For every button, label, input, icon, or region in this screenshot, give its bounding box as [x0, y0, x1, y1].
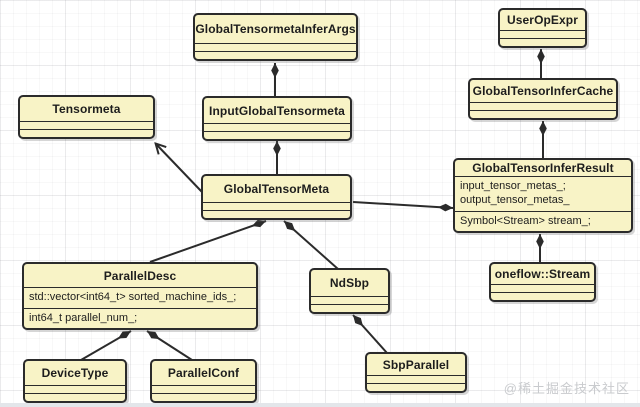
attribute: Symbol<Stream> stream_;: [460, 214, 591, 227]
class-box-globaltensorinfercache: GlobalTensorInferCache: [468, 78, 618, 120]
composition-globaltensormeta-paralleldesc: [149, 219, 267, 263]
attributes-compartment: [203, 202, 350, 210]
class-title: GlobalTensorMeta: [223, 182, 330, 196]
generalization-globaltensormeta-tensormeta: [156, 144, 203, 193]
operations-compartment: [470, 110, 616, 118]
operations-compartment: [311, 304, 388, 312]
class-title: InputGlobalTensormeta: [209, 103, 345, 118]
attributes-compartment: [500, 30, 585, 38]
attributes-compartment: [20, 121, 153, 129]
attributes-compartment: [470, 102, 616, 110]
class-title: UserOpExpr: [506, 13, 579, 27]
class-box-globaltensorinferresult: GlobalTensorInferResult input_tensor_met…: [453, 158, 633, 233]
attributes-compartment: [311, 296, 388, 304]
attributes-compartment: std::vector<int64_t> sorted_machine_ids_…: [24, 287, 256, 307]
class-title: GlobalTensormetaInferArgs: [195, 22, 356, 36]
composition-paralleldesc-devicetype: [80, 330, 132, 361]
operations-compartment: Symbol<Stream> stream_;: [455, 210, 631, 231]
class-box-parallelconf: ParallelConf: [150, 359, 257, 403]
class-title: Tensormeta: [52, 102, 121, 116]
composition-globaltensormeta-ndsbp: [283, 220, 339, 270]
composition-inferresult-globaltensormeta: [352, 201, 454, 212]
attribute: input_tensor_metas_;: [460, 180, 566, 193]
attributes-compartment: [491, 284, 594, 292]
attribute: output_tensor_metas_: [460, 194, 570, 207]
operations-compartment: [25, 393, 125, 401]
class-title: GlobalTensorInferResult: [472, 161, 614, 176]
attributes-compartment: [204, 123, 350, 131]
class-title: ParallelConf: [167, 366, 240, 380]
operations-compartment: [195, 51, 356, 59]
operations-compartment: [367, 383, 465, 391]
operations-compartment: [203, 210, 350, 218]
class-box-globaltensormetainferargs: GlobalTensormetaInferArgs: [193, 13, 358, 61]
class-box-oneflow-stream: oneflow::Stream: [489, 262, 596, 302]
operations-compartment: int64_t parallel_num_;: [24, 307, 256, 328]
attributes-compartment: [367, 375, 465, 383]
class-box-ndsbp: NdSbp: [309, 268, 390, 314]
class-title: oneflow::Stream: [494, 267, 591, 281]
class-box-inputglobaltensormeta: InputGlobalTensormeta: [202, 96, 352, 141]
bottom-strip: [0, 403, 640, 407]
class-box-tensormeta: Tensormeta: [18, 95, 155, 139]
attribute: std::vector<int64_t> sorted_machine_ids_…: [29, 291, 237, 304]
composition-paralleldesc-parallelconf: [146, 330, 193, 361]
class-title: GlobalTensorInferCache: [472, 84, 614, 98]
class-box-devicetype: DeviceType: [23, 359, 127, 403]
operations-compartment: [20, 129, 153, 137]
class-box-globaltensormeta: GlobalTensorMeta: [201, 174, 352, 220]
class-box-useropexpr: UserOpExpr: [498, 8, 587, 48]
watermark: @稀土掘金技术社区: [503, 381, 630, 396]
class-title: DeviceType: [41, 366, 109, 380]
operations-compartment: [500, 38, 585, 46]
composition-ndsbp-sbpparallel: [352, 314, 388, 354]
class-box-sbpparallel: SbpParallel: [365, 352, 467, 393]
operations-compartment: [152, 393, 255, 401]
class-title: SbpParallel: [382, 357, 450, 372]
class-title: NdSbp: [329, 276, 370, 290]
attributes-compartment: [195, 43, 356, 51]
attributes-compartment: input_tensor_metas_; output_tensor_metas…: [455, 176, 631, 211]
attribute: int64_t parallel_num_;: [29, 311, 138, 324]
operations-compartment: [204, 131, 350, 139]
operations-compartment: [491, 292, 594, 300]
class-box-paralleldesc: ParallelDesc std::vector<int64_t> sorted…: [22, 262, 258, 330]
attributes-compartment: [25, 385, 125, 393]
class-title: ParallelDesc: [103, 268, 177, 283]
attributes-compartment: [152, 385, 255, 393]
